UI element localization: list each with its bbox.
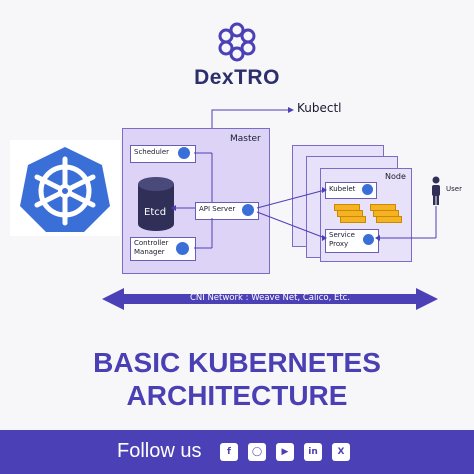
main-title: BASIC KUBERNETES ARCHITECTURE bbox=[0, 346, 474, 412]
instagram-icon[interactable]: ◯ bbox=[248, 443, 266, 461]
api-server-label: API Server bbox=[199, 205, 236, 213]
k8s-small-icon bbox=[362, 184, 373, 195]
title-line-2: ARCHITECTURE bbox=[126, 380, 348, 411]
scheduler-label: Scheduler bbox=[134, 148, 170, 156]
brand-name: DexTRO bbox=[194, 66, 280, 89]
kubelet-label: Kubelet bbox=[329, 185, 356, 193]
user-label: User bbox=[446, 185, 462, 193]
node-label: Node bbox=[385, 172, 406, 181]
service-proxy-label-2: Proxy bbox=[329, 240, 349, 248]
kubectl-label: Kubectl bbox=[297, 101, 342, 115]
k8s-small-icon bbox=[178, 147, 190, 159]
x-icon[interactable]: X bbox=[332, 443, 350, 461]
etcd-database-icon bbox=[138, 177, 174, 231]
cni-network-arrow bbox=[102, 288, 438, 310]
master-label: Master bbox=[230, 134, 261, 144]
title-line-1: BASIC KUBERNETES bbox=[93, 347, 381, 378]
linkedin-icon[interactable]: in bbox=[304, 443, 322, 461]
facebook-icon[interactable]: f bbox=[220, 443, 238, 461]
follow-us-label: Follow us bbox=[117, 440, 202, 462]
service-proxy-box bbox=[325, 229, 379, 253]
cni-network-label: CNI Network : Weave Net, Calico, Etc. bbox=[189, 293, 351, 303]
kubernetes-logo-icon bbox=[20, 147, 110, 232]
k8s-small-icon bbox=[176, 242, 189, 255]
pod-group-left bbox=[334, 204, 366, 223]
controller-manager-label-1: Controller bbox=[134, 239, 169, 247]
user-icon bbox=[432, 176, 440, 205]
k8s-small-icon bbox=[363, 234, 374, 245]
footer-bar: Follow us f ◯ ▶ in X bbox=[0, 430, 474, 474]
etcd-label: Etcd bbox=[144, 207, 167, 218]
service-proxy-label-1: Service bbox=[329, 231, 355, 239]
youtube-icon[interactable]: ▶ bbox=[276, 443, 294, 461]
pod-group-right bbox=[370, 204, 402, 223]
k8s-small-icon bbox=[242, 204, 254, 216]
controller-manager-label-2: Manager bbox=[134, 248, 165, 256]
dextro-logo-icon bbox=[218, 22, 256, 62]
